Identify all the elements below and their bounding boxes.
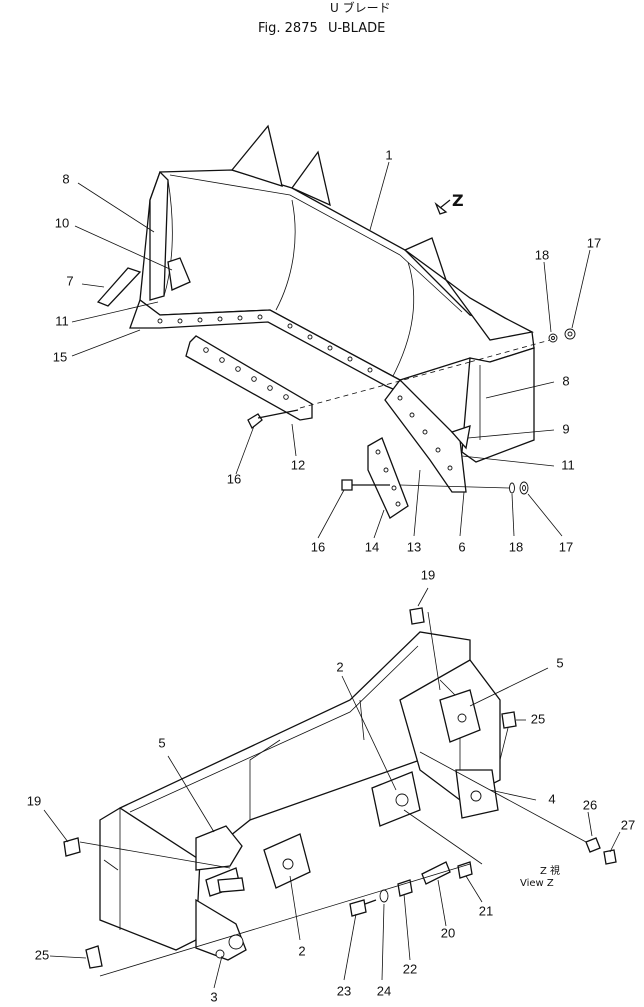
view-note-jp: Z 視 <box>540 864 560 877</box>
callout-label: 15 <box>53 349 67 364</box>
cutting-edge-holes <box>157 314 373 373</box>
callout-label: 24 <box>377 983 391 998</box>
cutting-edge-piece <box>185 335 313 421</box>
callout-label: 20 <box>441 925 455 940</box>
callout-label: 8 <box>62 171 69 186</box>
callout-label: 25 <box>35 947 49 962</box>
frame-assembly <box>99 631 601 961</box>
callout-label: 11 <box>55 313 69 328</box>
title-japanese: U ブレード <box>330 0 391 15</box>
callout-label: 7 <box>66 273 73 288</box>
callout-label: 3 <box>210 989 217 1004</box>
view-z-arrow: Z <box>434 191 464 215</box>
callout-labels: 1 2 2 3 4 5 5 6 7 8 8 9 10 11 11 12 13 1… <box>27 147 635 1004</box>
callout-label: 4 <box>548 791 555 806</box>
callout-label: 21 <box>479 903 493 918</box>
view-z-letter: Z <box>452 191 464 210</box>
liner-plate <box>96 267 142 307</box>
callout-label: 10 <box>55 215 69 230</box>
callout-label: 27 <box>621 817 635 832</box>
callout-label: 11 <box>561 457 575 472</box>
top-leader-lines <box>71 161 591 539</box>
view-note-en: View Z <box>520 878 554 889</box>
callout-label: 26 <box>583 797 597 812</box>
callout-label: 14 <box>365 539 379 554</box>
callout-label: 16 <box>227 471 241 486</box>
bottom-leader-lines <box>43 587 621 989</box>
blade-assembly <box>129 124 535 493</box>
figure-title: U-BLADE <box>328 21 385 36</box>
callout-label: 13 <box>407 539 421 554</box>
callout-label: 1 <box>385 147 392 162</box>
callout-label: 8 <box>562 373 569 388</box>
callout-label: 19 <box>421 567 435 582</box>
callout-label: 19 <box>27 793 41 808</box>
callout-label: 17 <box>587 235 601 250</box>
end-bit-piece <box>367 437 409 519</box>
callout-label: 17 <box>559 539 573 554</box>
callout-label: 23 <box>337 983 351 998</box>
figure-number: Fig. 2875 <box>258 21 318 36</box>
callout-label: 12 <box>291 457 305 472</box>
callout-label: 2 <box>336 659 343 674</box>
callout-label: 6 <box>458 539 465 554</box>
top-fasteners <box>247 328 576 495</box>
callout-label: 18 <box>509 539 523 554</box>
callout-label: 9 <box>562 421 569 436</box>
callout-label: 2 <box>298 943 305 958</box>
callout-label: 16 <box>311 539 325 554</box>
callout-label: 22 <box>403 961 417 976</box>
callout-label: 25 <box>531 711 545 726</box>
bottom-fasteners <box>63 607 617 969</box>
callout-label: 18 <box>535 247 549 262</box>
callout-label: 5 <box>158 735 165 750</box>
callout-label: 5 <box>556 655 563 670</box>
